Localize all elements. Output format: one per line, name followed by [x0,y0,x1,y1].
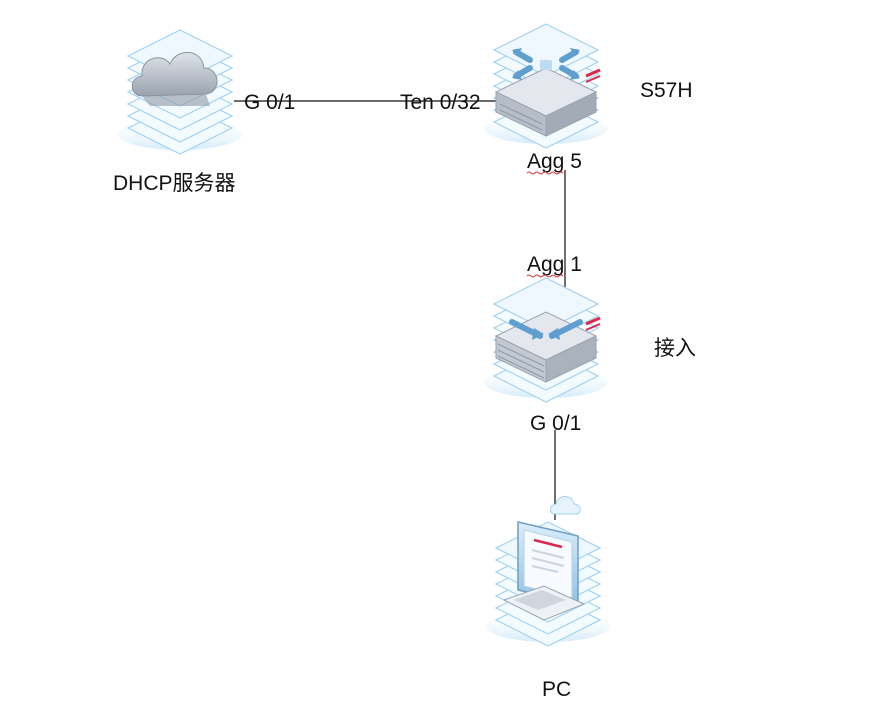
port-label-access-agg1: Agg 1 [527,253,582,276]
access-switch-icon [483,277,609,403]
pc-terminal-icon [485,496,611,647]
port-label-dhcp-g01: G 0/1 [244,91,295,114]
spellcheck-squiggle [526,171,564,175]
port-label-core-agg5: Agg 5 [527,150,582,173]
pc-label: PC [542,678,571,701]
dhcp-server-label: DHCP服务器 [113,172,236,195]
access-switch-label: 接入 [654,337,696,360]
spellcheck-squiggle [526,274,564,278]
core-switch-label: S57H [640,79,693,102]
port-label-access-g01: G 0/1 [530,412,581,435]
core-switch-icon [483,23,609,149]
port-label-core-ten032: Ten 0/32 [400,91,481,114]
cloud-server-icon [117,29,243,155]
